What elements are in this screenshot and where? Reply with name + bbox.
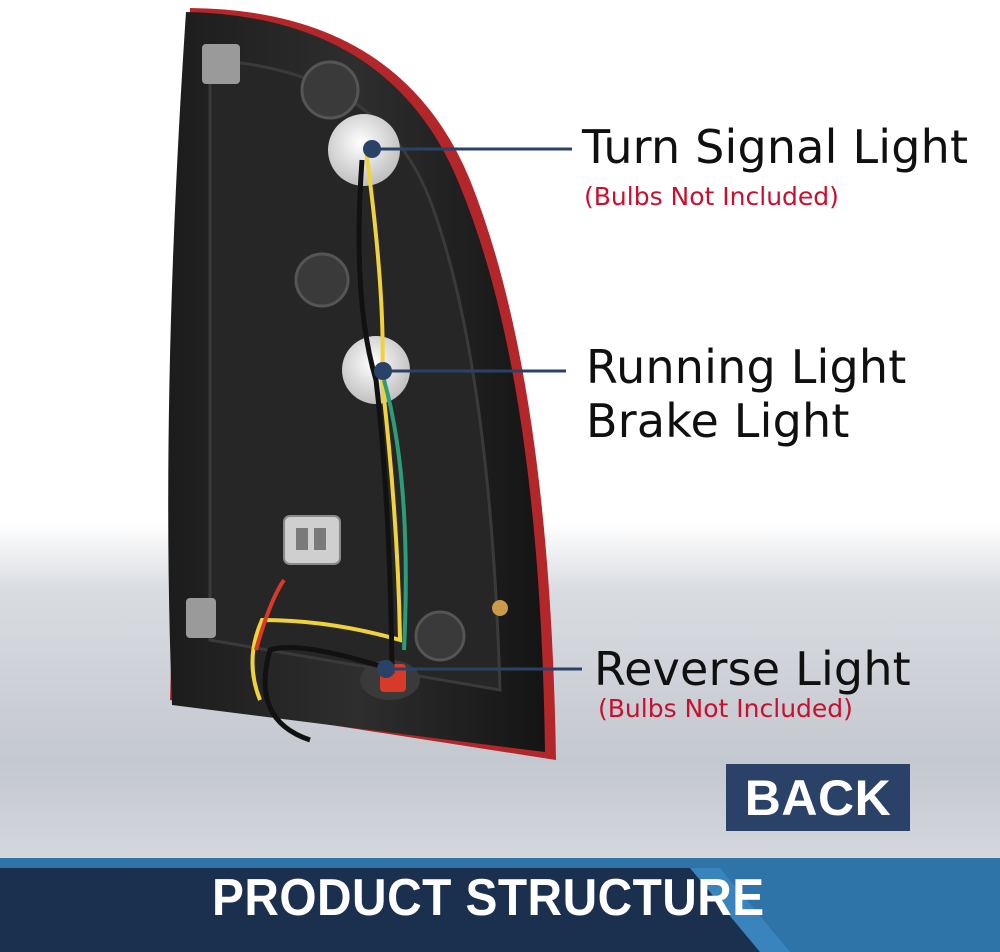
wire-yellow [250, 149, 403, 701]
knob-top [300, 60, 360, 120]
wire-red [254, 578, 286, 651]
banner-title: PRODUCT STRUCTURE [212, 869, 765, 927]
reverse-light-note: (Bulbs Not Included) [598, 694, 853, 723]
turn-signal-note: (Bulbs Not Included) [584, 182, 839, 211]
bolt [492, 600, 508, 616]
wire-connector [283, 515, 341, 565]
wire-black [262, 159, 395, 743]
knob-lower [414, 610, 466, 662]
banner-band-accent [690, 868, 790, 952]
back-badge: BACK [726, 764, 910, 831]
wire-green [382, 379, 408, 651]
running-light-title: Running Light [586, 340, 907, 394]
mount-tab-bottom [186, 598, 216, 638]
reverse-light-title: Reverse Light [594, 642, 911, 696]
turn-signal-title: Turn Signal Light [582, 120, 969, 174]
banner-band-dark [0, 868, 760, 952]
knob-middle [294, 252, 350, 308]
brake-light-title: Brake Light [586, 394, 850, 448]
mount-tab-top [202, 44, 240, 84]
